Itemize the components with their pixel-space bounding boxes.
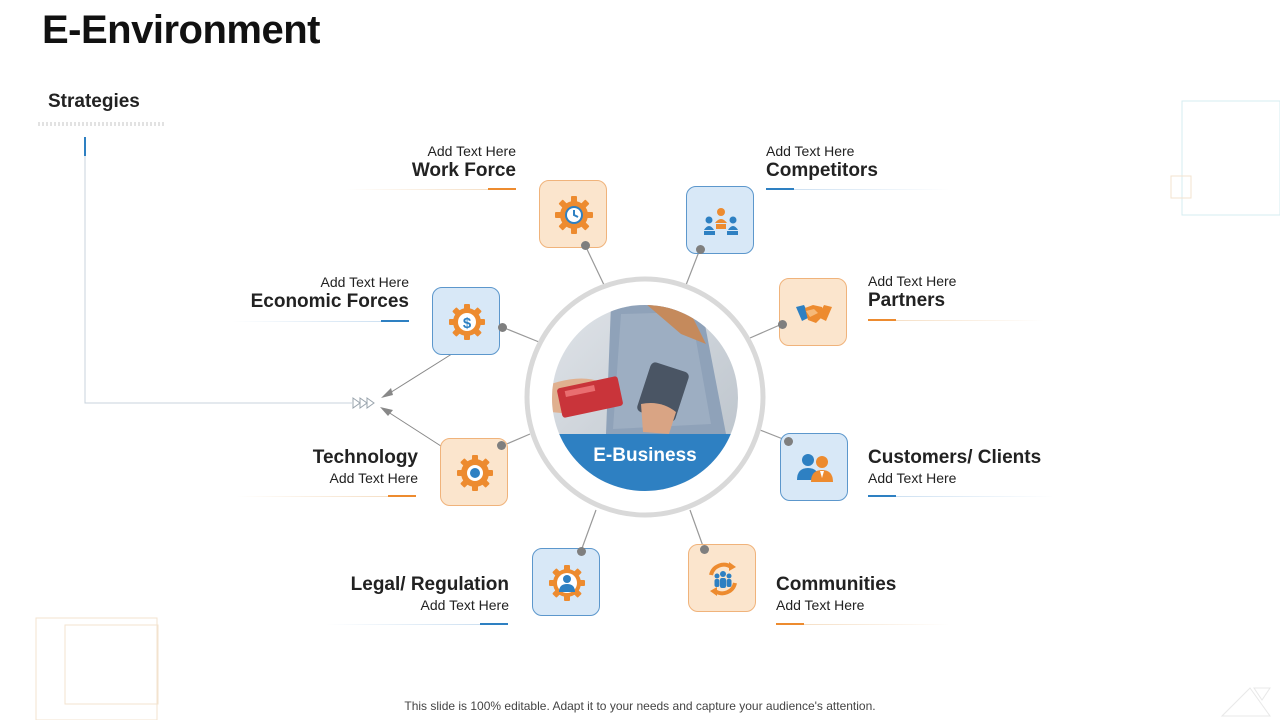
economic-forces-title: Economic Forces xyxy=(250,291,409,312)
economic-forces-tile: $ xyxy=(432,287,500,355)
legal-regulation-text: Add Text Here xyxy=(420,597,509,613)
legal-regulation-label: Legal/ Regulation Add Text Here xyxy=(351,573,509,613)
economic-forces-dot xyxy=(498,323,507,332)
communities-dot xyxy=(700,545,709,554)
customers-clients-underline xyxy=(868,495,1054,497)
work-force-underline xyxy=(346,188,516,190)
technology-tile xyxy=(440,438,508,506)
communities-title: Communities xyxy=(776,574,897,595)
partners-underline xyxy=(868,319,1044,321)
communities-underline xyxy=(776,623,950,625)
customers-clients-title: Customers/ Clients xyxy=(868,447,1042,468)
handshake-icon xyxy=(796,305,832,323)
customers-clients-label: Customers/ Clients Add Text Here xyxy=(868,446,1041,486)
economic-forces-text: Add Text Here xyxy=(320,274,409,290)
legal-regulation-tile xyxy=(532,548,600,616)
economic-forces-underline xyxy=(232,320,409,322)
triple-arrow-icon xyxy=(352,397,375,409)
partners-title: Partners xyxy=(868,290,946,311)
community-cycle-icon xyxy=(709,562,737,596)
work-force-tile xyxy=(539,180,607,248)
e-business-photo xyxy=(552,305,738,491)
podium-people-icon xyxy=(704,208,738,235)
economic-forces-label: Add Text Here Economic Forces xyxy=(251,274,409,314)
heading-rule xyxy=(38,122,166,126)
clock-gear-icon xyxy=(555,196,593,234)
competitors-dot xyxy=(696,245,705,254)
competitors-label: Add Text Here Competitors xyxy=(766,143,878,183)
customers-icon xyxy=(797,454,833,482)
partners-dot xyxy=(778,320,787,329)
work-force-label: Add Text Here Work Force xyxy=(412,143,516,183)
legal-regulation-dot xyxy=(577,547,586,556)
e-business-label: E-Business xyxy=(593,445,697,466)
communities-text: Add Text Here xyxy=(776,597,865,613)
competitors-underline xyxy=(766,188,950,190)
work-force-text: Add Text Here xyxy=(427,143,516,159)
strategies-heading: Strategies xyxy=(48,91,140,112)
gear-icon xyxy=(457,455,493,491)
person-gear-icon xyxy=(549,565,585,601)
competitors-tile xyxy=(686,186,754,254)
technology-dot xyxy=(497,441,506,450)
competitors-title: Competitors xyxy=(766,160,878,181)
work-force-title: Work Force xyxy=(411,160,516,181)
partners-tile xyxy=(779,278,847,346)
svg-text:$: $ xyxy=(463,315,472,332)
dollar-gear-icon: $ xyxy=(449,304,485,340)
partners-label: Add Text Here Partners xyxy=(868,273,956,313)
technology-underline xyxy=(236,495,416,497)
work-force-dot xyxy=(581,241,590,250)
customers-clients-text: Add Text Here xyxy=(868,470,957,486)
footer-note: This slide is 100% editable. Adapt it to… xyxy=(404,699,876,713)
communities-tile xyxy=(688,544,756,612)
communities-label: Communities Add Text Here xyxy=(776,573,896,613)
technology-title: Technology xyxy=(312,447,418,468)
customers-clients-dot xyxy=(784,437,793,446)
partners-text: Add Text Here xyxy=(868,273,957,289)
technology-label: Technology Add Text Here xyxy=(313,446,418,486)
competitors-text: Add Text Here xyxy=(766,143,855,159)
technology-text: Add Text Here xyxy=(329,470,418,486)
legal-regulation-title: Legal/ Regulation xyxy=(350,574,509,595)
slide-title: E-Environment xyxy=(42,8,320,52)
legal-regulation-underline xyxy=(326,623,508,625)
